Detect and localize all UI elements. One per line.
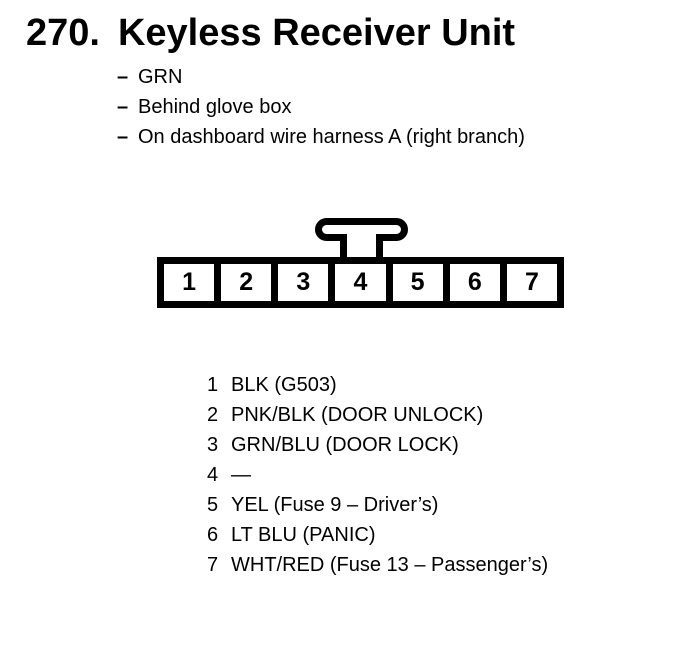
connector-latch-stem bbox=[340, 234, 383, 257]
note-text: Behind glove box bbox=[138, 96, 292, 118]
pin-row: 1 BLK (G503) bbox=[207, 370, 548, 400]
location-notes: – GRN – Behind glove box – On dashboard … bbox=[117, 62, 525, 152]
pin-row: 7 WHT/RED (Fuse 13 – Passenger’s) bbox=[207, 550, 548, 580]
pin-row: 5 YEL (Fuse 9 – Driver’s) bbox=[207, 490, 548, 520]
pin-wire-label: GRN/BLU (DOOR LOCK) bbox=[231, 434, 459, 456]
connector-body: 1 2 3 4 5 6 7 bbox=[157, 257, 564, 308]
pin-row: 3 GRN/BLU (DOOR LOCK) bbox=[207, 430, 548, 460]
pin-row: 4 — bbox=[207, 460, 548, 490]
note-dash: – bbox=[117, 66, 129, 88]
pin-wire-label: BLK (G503) bbox=[231, 374, 337, 396]
connector-pin-cell-4: 4 bbox=[335, 264, 386, 301]
pin-wire-label: LT BLU (PANIC) bbox=[231, 524, 376, 546]
pin-number: 1 bbox=[207, 374, 219, 396]
connector-diagram: 1 2 3 4 5 6 7 bbox=[157, 218, 564, 308]
note-text: GRN bbox=[138, 66, 183, 88]
pin-number: 4 bbox=[207, 464, 219, 486]
pin-number: 3 bbox=[207, 434, 219, 456]
section-number: 270. bbox=[26, 12, 100, 54]
pin-wire-label: WHT/RED (Fuse 13 – Passenger’s) bbox=[231, 554, 549, 576]
connector-pin-cell-5: 5 bbox=[392, 264, 443, 301]
connector-pin-cell-3: 3 bbox=[278, 264, 329, 301]
connector-pin-cell-1: 1 bbox=[164, 264, 215, 301]
note-item: – Behind glove box bbox=[117, 92, 525, 122]
note-dash: – bbox=[117, 126, 129, 148]
note-text: On dashboard wire harness A (right branc… bbox=[138, 126, 525, 148]
note-item: – GRN bbox=[117, 62, 525, 92]
section-name: Keyless Receiver Unit bbox=[117, 12, 516, 54]
pin-wire-label: — bbox=[231, 464, 251, 486]
pin-number: 6 bbox=[207, 524, 219, 546]
pin-wire-label: PNK/BLK (DOOR UNLOCK) bbox=[231, 404, 484, 426]
pin-row: 6 LT BLU (PANIC) bbox=[207, 520, 548, 550]
note-item: – On dashboard wire harness A (right bra… bbox=[117, 122, 525, 152]
pin-number: 7 bbox=[207, 554, 219, 576]
connector-pin-cell-7: 7 bbox=[506, 264, 557, 301]
pin-number: 2 bbox=[207, 404, 219, 426]
pin-row: 2 PNK/BLK (DOOR UNLOCK) bbox=[207, 400, 548, 430]
section-title: 270. Keyless Receiver Unit bbox=[26, 11, 515, 55]
connector-pin-cell-2: 2 bbox=[221, 264, 272, 301]
note-dash: – bbox=[117, 96, 129, 118]
connector-pin-cell-6: 6 bbox=[449, 264, 500, 301]
pin-legend: 1 BLK (G503) 2 PNK/BLK (DOOR UNLOCK) 3 G… bbox=[207, 370, 548, 580]
pin-wire-label: YEL (Fuse 9 – Driver’s) bbox=[231, 494, 439, 516]
pin-number: 5 bbox=[207, 494, 219, 516]
